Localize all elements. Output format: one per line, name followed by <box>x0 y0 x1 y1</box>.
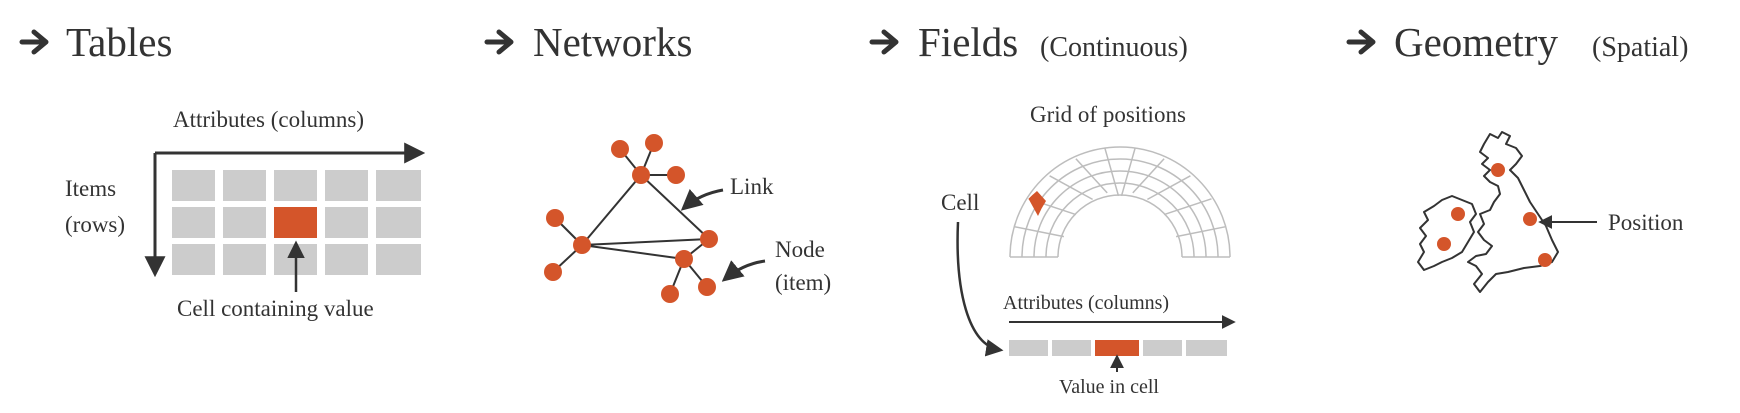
tables-items-label: Items <box>65 176 116 201</box>
tables-panel: Tables Attributes (columns) Items (rows)… <box>19 19 426 321</box>
table-cell <box>223 170 266 201</box>
node-pointer-arrow <box>721 259 766 282</box>
map-point <box>1538 253 1552 267</box>
networks-node-label: Node <box>775 237 825 262</box>
table-cell <box>223 244 266 275</box>
network-graph <box>544 134 718 303</box>
map-point <box>1491 163 1505 177</box>
arrow-right-icon <box>484 29 514 55</box>
great-britain-outline <box>1467 131 1559 293</box>
tables-cell-label: Cell containing value <box>177 296 374 321</box>
network-node <box>675 250 693 268</box>
table-cell <box>325 244 368 275</box>
network-node <box>698 278 716 296</box>
polar-cell-highlighted <box>1028 191 1046 216</box>
tables-attributes-label: Attributes (columns) <box>173 107 364 132</box>
network-node <box>573 236 591 254</box>
table-cell <box>172 244 215 275</box>
network-node <box>546 209 564 227</box>
network-node <box>544 263 562 281</box>
network-node <box>700 230 718 248</box>
network-node <box>667 166 685 184</box>
fields-panel: Fields (Continuous) Grid of positions Ce… <box>869 19 1236 398</box>
networks-title: Networks <box>533 19 692 65</box>
table-cell <box>376 244 421 275</box>
fields-subtitle: (Continuous) <box>1040 32 1188 63</box>
tables-heading: Tables <box>19 19 172 65</box>
attribute-cell <box>1009 340 1048 356</box>
table-cell <box>376 170 421 201</box>
map-point <box>1437 237 1451 251</box>
geometry-position-label: Position <box>1608 210 1684 235</box>
table-cell <box>325 207 368 238</box>
networks-heading: Networks <box>484 19 692 65</box>
arrow-right-icon <box>869 29 899 55</box>
tables-grid <box>172 170 421 275</box>
geometry-subtitle: (Spatial) <box>1592 32 1688 63</box>
attribute-cell <box>1052 340 1091 356</box>
link-pointer-arrow <box>680 188 724 211</box>
table-cell-highlighted <box>274 207 317 238</box>
fields-heading: Fields (Continuous) <box>869 19 1188 65</box>
geometry-panel: Geometry (Spatial) Position <box>1346 19 1688 293</box>
attribute-cell <box>1186 340 1227 356</box>
geometry-heading: Geometry (Spatial) <box>1346 19 1688 65</box>
arrow-right-icon <box>1346 29 1376 55</box>
networks-link-label: Link <box>730 174 774 199</box>
networks-item-label: (item) <box>775 270 831 295</box>
arrow-right-icon <box>19 29 49 55</box>
attribute-cell <box>1143 340 1182 356</box>
cell-to-row-arrow <box>956 221 1004 357</box>
networks-panel: Networks <box>484 19 831 303</box>
map-point <box>1523 212 1537 226</box>
table-cell <box>376 207 421 238</box>
fields-cell-label: Cell <box>941 190 979 215</box>
map-position-points <box>1437 163 1552 267</box>
tables-title: Tables <box>66 19 172 65</box>
network-node <box>611 140 629 158</box>
network-node <box>661 285 679 303</box>
tables-rows-label: (rows) <box>65 212 125 237</box>
map-point <box>1451 207 1465 221</box>
table-cell <box>172 207 215 238</box>
table-cell <box>274 170 317 201</box>
fields-grid-label: Grid of positions <box>1030 102 1186 127</box>
fields-attributes-label: Attributes (columns) <box>1003 292 1169 314</box>
fields-attribute-row <box>1009 340 1227 356</box>
fields-title: Fields <box>918 19 1018 65</box>
ireland-outline <box>1417 195 1477 271</box>
network-node <box>632 166 650 184</box>
table-cell <box>172 170 215 201</box>
polar-grid <box>1009 146 1231 258</box>
table-cell <box>325 170 368 201</box>
table-cell <box>223 207 266 238</box>
network-node <box>645 134 663 152</box>
geometry-title: Geometry <box>1394 19 1558 65</box>
uk-map <box>1417 131 1559 293</box>
network-nodes <box>544 134 718 303</box>
attribute-cell-highlighted <box>1095 340 1139 356</box>
fields-value-label: Value in cell <box>1059 376 1159 398</box>
network-links <box>552 142 710 295</box>
